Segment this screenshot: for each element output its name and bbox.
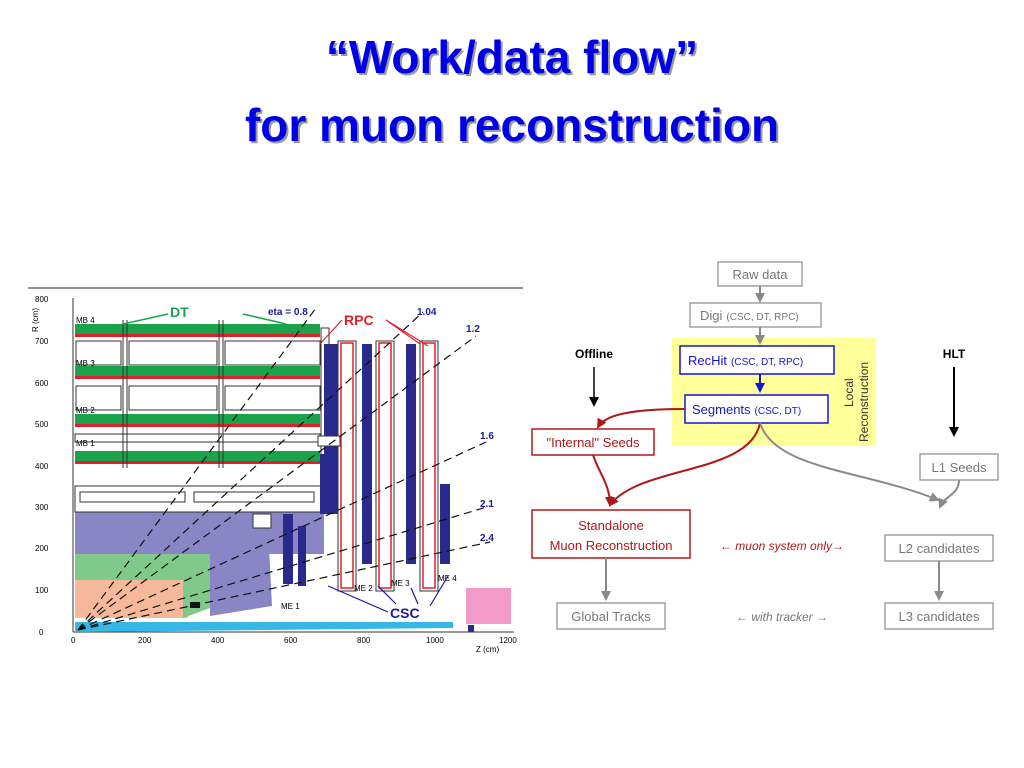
z-tick: 600 — [284, 636, 298, 645]
digi-sub-label: (CSC, DT, RPC) — [726, 312, 798, 323]
rpc-label: RPC — [344, 312, 374, 328]
digi-box — [689, 302, 822, 328]
digi-label: Digi — [700, 308, 723, 323]
l3-candidates-box — [884, 602, 994, 630]
forward-block — [468, 625, 474, 632]
r-tick: 0 — [39, 628, 44, 637]
detector-quadrant-diagram: R (cm) Z (cm) 800 700 600 500 400 300 20… — [28, 286, 528, 658]
endcap-label-me3: ME 3 — [391, 579, 410, 588]
r-tick: 800 — [35, 295, 49, 304]
muon-system-only-label: ← muon system only→ — [720, 539, 844, 553]
r-axis-label: R (cm) — [31, 308, 40, 332]
internal-seeds-box — [531, 428, 655, 456]
r-tick: 100 — [35, 586, 49, 595]
beampipe-region — [75, 622, 453, 632]
eta-label-0-8: eta = 0.8 — [268, 307, 308, 318]
endcap-label-me2: ME 2 — [354, 584, 373, 593]
endcap-label-me1: ME 1 — [281, 602, 300, 611]
standalone-label-1: Standalone — [578, 518, 644, 533]
hlt-label: HLT — [943, 347, 966, 361]
r-tick: 700 — [35, 337, 49, 346]
hcal-endcap-region — [210, 526, 272, 616]
z-tick: 200 — [138, 636, 152, 645]
slide-title-line-1: “Work/data flow” — [325, 31, 699, 83]
barrel-label-mb2: MB 2 — [76, 406, 95, 415]
standalone-box — [531, 509, 691, 559]
local-reconstruction-label: Local — [842, 378, 856, 407]
standalone-label-2: Muon Reconstruction — [550, 538, 673, 553]
z-tick: 0 — [71, 636, 76, 645]
rechit-sub-label: (CSC, DT, RPC) — [731, 357, 803, 368]
l1-seeds-box — [919, 453, 999, 481]
segments-label: Segments — [692, 402, 751, 417]
rechit-label: RecHit — [688, 353, 727, 368]
endcap-chambers — [252, 340, 450, 592]
segments-box — [684, 394, 829, 424]
offline-label: Offline — [575, 347, 613, 361]
z-tick: 800 — [357, 636, 371, 645]
forward-calorimeter — [466, 588, 511, 624]
barrel-label-mb3: MB 3 — [76, 359, 95, 368]
with-tracker-label: ← with tracker → — [736, 610, 828, 624]
r-tick: 400 — [35, 462, 49, 471]
z-tick: 1000 — [426, 636, 444, 645]
r-tick: 300 — [35, 503, 49, 512]
tracker-region — [75, 580, 188, 618]
eta-label-2-1: 2.1 — [480, 499, 494, 510]
global-tracks-label: Global Tracks — [571, 609, 651, 624]
eta-label-2-4: 2.4 — [480, 533, 494, 544]
l2-candidates-label: L2 candidates — [899, 541, 980, 556]
segments-sub-label: (CSC, DT) — [755, 406, 802, 417]
barrel-label-mb4: MB 4 — [76, 316, 95, 325]
svg-text:Digi(CSC, DT, RPC): Digi(CSC, DT, RPC) — [700, 308, 799, 323]
dt-label: DT — [170, 304, 189, 320]
eta-label-1-6: 1.6 — [480, 431, 494, 442]
eta-label-1-2: 1.2 — [466, 324, 480, 335]
raw-data-box — [717, 261, 803, 287]
r-tick: 500 — [35, 420, 49, 429]
z-axis-label: Z (cm) — [476, 645, 499, 654]
z-tick: 1200 — [499, 636, 517, 645]
l3-candidates-label: L3 candidates — [899, 609, 980, 624]
global-tracks-box — [556, 602, 666, 630]
z-tick: 400 — [211, 636, 225, 645]
csc-label: CSC — [390, 605, 420, 621]
r-tick: 600 — [35, 379, 49, 388]
r-tick: 200 — [35, 544, 49, 553]
rechit-box — [679, 345, 835, 375]
svg-text:Segments(CSC, DT): Segments (CSC, DT) — [692, 402, 801, 417]
endcap-label-me4: ME 4 — [438, 574, 457, 583]
eta-label-1-04: 1.04 — [417, 307, 437, 318]
barrel-label-mb1: MB 1 — [76, 439, 95, 448]
internal-seeds-label: "Internal" Seeds — [546, 435, 640, 450]
slide-title-line-2: for muon reconstruction — [244, 99, 780, 151]
raw-data-label: Raw data — [733, 267, 789, 282]
l1-seeds-label: L1 Seeds — [932, 460, 987, 475]
local-reconstruction-label-2: Reconstruction — [857, 362, 871, 442]
eta-lines — [77, 307, 491, 631]
data-flow-diagram: Local Reconstruction Raw data Digi(CSC, … — [531, 261, 999, 630]
svg-text:RecHit(CSC, DT, RPC): RecHit (CSC, DT, RPC) — [688, 353, 803, 368]
